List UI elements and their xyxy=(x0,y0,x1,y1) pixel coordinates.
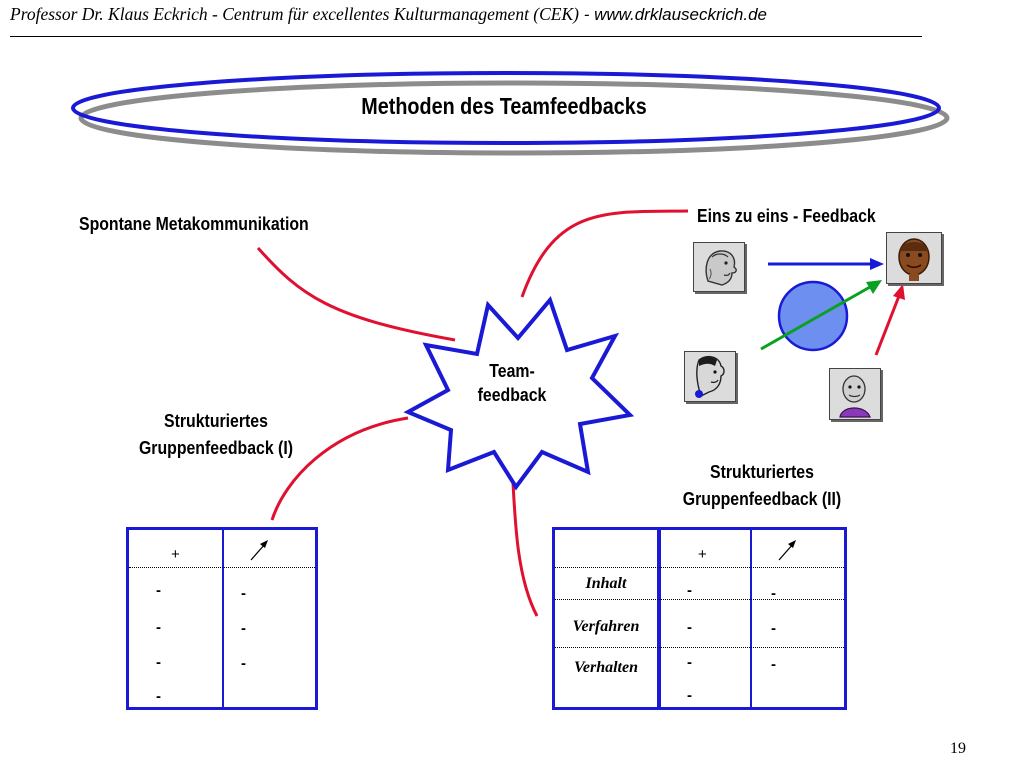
blue-disk xyxy=(777,280,849,352)
label-struk-2: Strukturiertes Gruppenfeedback (II) xyxy=(656,459,867,513)
connector-eins xyxy=(520,209,689,298)
table1-col1-item: - xyxy=(156,688,161,705)
table1-col1-item: - xyxy=(156,582,161,599)
person-listening-icon xyxy=(684,351,736,402)
table1-col1-item: - xyxy=(156,619,161,636)
table2-plus-value: - xyxy=(687,582,692,599)
label-eins-zu-eins: Eins zu eins - Feedback xyxy=(697,206,876,226)
connector-spontane xyxy=(256,247,456,342)
table2-header-line xyxy=(555,567,844,568)
label-struk-2-line2: Gruppenfeedback (II) xyxy=(682,489,842,509)
table2-plus-header: + xyxy=(698,546,707,563)
connector-struk1 xyxy=(270,416,409,521)
red-arrow-line xyxy=(874,295,901,356)
label-struk-2-line1: Strukturiertes xyxy=(710,462,814,482)
title-ellipse-shadow xyxy=(78,80,950,156)
header-institution-text: Professor Dr. Klaus Eckrich - Centrum fü… xyxy=(10,4,579,24)
person-thinking-drawing xyxy=(694,243,744,291)
green-arrow-line xyxy=(760,285,871,351)
table2-arrow-value: - xyxy=(771,656,776,673)
person-listening-drawing xyxy=(685,352,735,401)
label-spontane: Spontane Metakommunikation xyxy=(79,214,309,234)
table2-arrow-header-icon xyxy=(778,540,796,561)
table1-column-divider xyxy=(222,530,224,707)
feedback-table-1: + - - - - - - - xyxy=(126,527,318,710)
table2-row-label: Verhalten xyxy=(573,659,638,676)
table2-row-line xyxy=(555,599,844,600)
label-struk-1: Strukturiertes Gruppenfeedback (I) xyxy=(110,408,321,462)
table1-plus-header: + xyxy=(171,546,180,563)
person-thinking-icon xyxy=(693,242,745,292)
table1-col1-item: - xyxy=(156,654,161,671)
table1-col2-item: - xyxy=(241,620,246,637)
title-ellipse xyxy=(71,71,941,145)
table1-col2-item: - xyxy=(241,655,246,672)
table2-label-divider xyxy=(657,530,661,707)
team-feedback-line1: Team- xyxy=(489,361,535,381)
table2-row-label: Inhalt xyxy=(585,575,627,592)
team-feedback-line2: feedback xyxy=(477,385,547,405)
table2-arrow-value: - xyxy=(771,585,776,602)
page-number: 19 xyxy=(950,740,966,757)
label-struk-1-line2: Gruppenfeedback (I) xyxy=(138,438,294,458)
red-arrow-head xyxy=(893,284,905,300)
blue-arrow-head xyxy=(870,258,884,270)
table2-plus-value: - xyxy=(687,654,692,671)
person-portrait-icon xyxy=(886,232,942,284)
table2-plus-value: - xyxy=(687,619,692,636)
table1-header-line xyxy=(129,567,315,568)
person-elder-icon xyxy=(829,368,881,420)
table1-arrow-header-icon xyxy=(250,540,268,561)
table2-row-label: Verfahren xyxy=(572,618,640,635)
table2-plus-value: - xyxy=(687,687,692,704)
header-website-text: - www.drklauseckrich.de xyxy=(579,5,768,24)
table2-arrow-value: - xyxy=(771,620,776,637)
slide-title: Methoden des Teamfeedbacks xyxy=(361,93,647,119)
person-elder-drawing xyxy=(830,369,880,419)
label-struk-1-line1: Strukturiertes xyxy=(164,411,268,431)
slide-header: Professor Dr. Klaus Eckrich - Centrum fü… xyxy=(10,4,922,37)
feedback-table-2: + Inhalt Verfahren Verhalten - - - - - -… xyxy=(552,527,847,710)
team-feedback-label: Team- feedback xyxy=(463,359,562,407)
team-feedback-burst xyxy=(403,296,635,491)
table2-row-line xyxy=(555,647,844,648)
green-arrow-head xyxy=(866,280,882,294)
table2-column-divider xyxy=(750,530,752,707)
person-portrait-drawing xyxy=(887,233,941,283)
table1-col2-item: - xyxy=(241,585,246,602)
